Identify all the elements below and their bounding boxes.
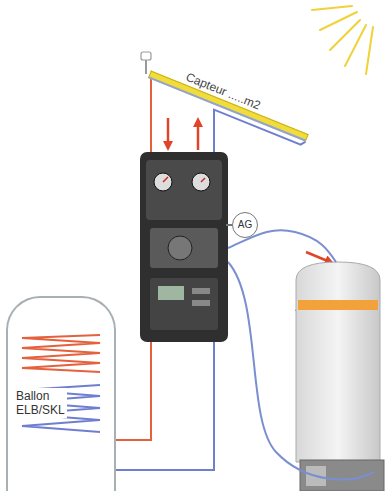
- station-panel: [146, 160, 222, 220]
- boiler: [296, 262, 384, 491]
- gauge: [192, 173, 210, 191]
- gauge: [154, 173, 172, 191]
- collector-panel: [148, 71, 309, 142]
- pump: [150, 228, 218, 268]
- air-vent: [141, 52, 151, 74]
- station-housing: [140, 152, 228, 342]
- expansion-vessel: AG: [232, 212, 258, 238]
- sun-rays: [312, 6, 373, 74]
- pump-motor: [168, 236, 192, 260]
- boiler-pipes: [228, 230, 374, 479]
- control-unit: [150, 278, 218, 330]
- solar-collector: Capteur .....m2: [148, 54, 315, 142]
- storage-tank: Ballon ELB/SKL: [6, 296, 116, 491]
- node-label: Ballon ELB/SKL: [14, 388, 67, 418]
- node-label: AG: [238, 219, 252, 231]
- pipe: [116, 110, 306, 470]
